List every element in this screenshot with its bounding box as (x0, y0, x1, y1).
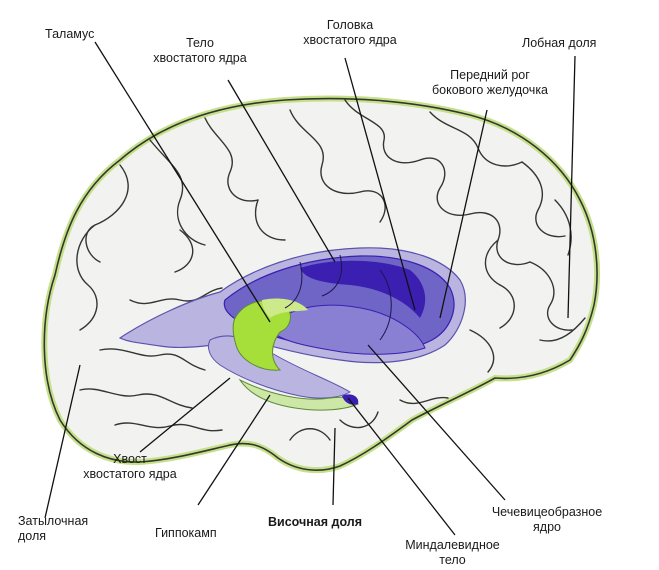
leader-thalamus (94, 41, 271, 323)
label-hippocampus: Гиппокамп (155, 526, 217, 540)
leader-caudate-tail (139, 377, 231, 453)
leader-occipital-lobe (44, 364, 81, 519)
label-caudate-head: Головка хвостатого ядра (303, 18, 397, 47)
leader-caudate-head (344, 57, 416, 311)
label-amygdala: Миндалевидное тело (405, 538, 500, 567)
gyri-lines (76, 99, 586, 441)
deep-structures (118, 247, 466, 411)
label-occipital-lobe: Затылочная доля (18, 514, 89, 543)
label-caudate-body: Тело хвостатого ядра (153, 36, 247, 65)
label-lentiform: Чечевицеобразное ядро (491, 505, 603, 534)
leader-temporal-lobe (332, 427, 336, 506)
leader-lines (44, 41, 576, 536)
leader-anterior-horn (439, 109, 488, 319)
leader-frontal-lobe (567, 55, 576, 319)
label-temporal-lobe: Височная доля (268, 515, 363, 529)
leader-hippocampus (197, 394, 271, 506)
label-caudate-tail: Хвост хвостатого ядра (83, 452, 177, 481)
leader-caudate-body (227, 79, 336, 263)
label-anterior-horn: Передний рог бокового желудочка (431, 68, 549, 97)
leader-amygdala (347, 397, 456, 536)
label-thalamus: Таламус (45, 27, 95, 41)
leader-lentiform (367, 344, 506, 501)
label-frontal-lobe: Лобная доля (522, 36, 597, 50)
